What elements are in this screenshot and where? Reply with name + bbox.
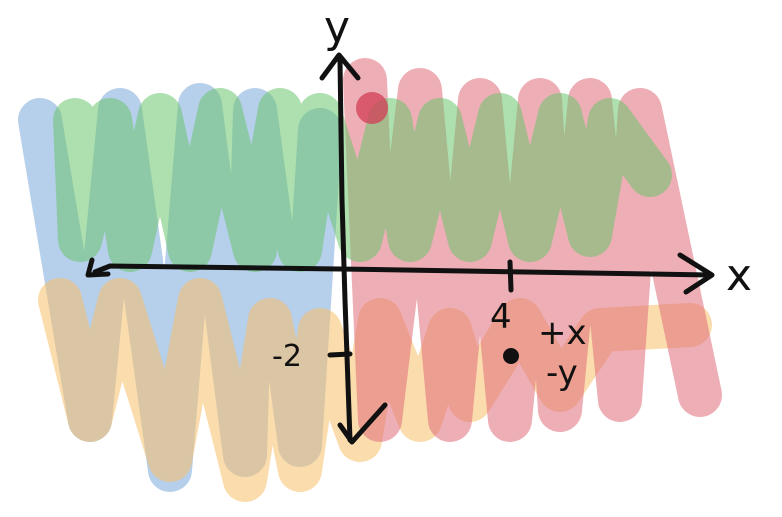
x-tick-4 — [507, 259, 514, 293]
x-axis-left-mark — [85, 257, 111, 278]
inequality-x: +x — [538, 313, 587, 353]
y-axis-bottom-hook — [337, 402, 388, 445]
y-axis-line — [337, 57, 353, 443]
highlight-point — [356, 92, 388, 124]
y-axis-arrowhead — [319, 52, 361, 81]
x-axis-arrowhead — [677, 252, 715, 295]
solid-dot — [503, 348, 519, 364]
inequality-y: -y — [546, 353, 578, 393]
y-tick-label: -2 — [272, 339, 302, 374]
axes — [85, 52, 715, 445]
y-tick-neg2 — [327, 351, 353, 358]
y-axis-label: y — [324, 2, 350, 53]
x-tick-label: 4 — [490, 297, 512, 337]
x-axis-line — [92, 263, 713, 278]
x-axis-label: x — [726, 250, 752, 301]
